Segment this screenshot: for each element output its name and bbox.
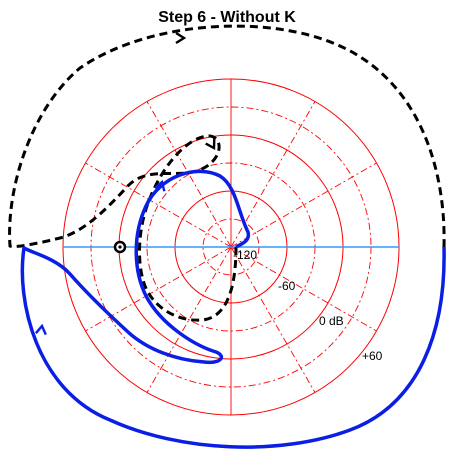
- dashed-curve-arrow: [205, 138, 216, 150]
- solid-curve-arrow: [154, 179, 166, 192]
- grid-spoke: [146, 246, 232, 393]
- solid-curve-arrow: [34, 323, 47, 336]
- ring-label-minus-60: -60: [278, 279, 296, 293]
- chart-title: Step 6 - Without K: [158, 9, 296, 26]
- ring-label-0-db: 0 dB: [319, 314, 344, 328]
- ring-label-plus-60: +60: [362, 349, 383, 363]
- grid-spoke: [85, 162, 232, 248]
- dashed-curve: [8, 24, 446, 322]
- grid-spoke: [230, 246, 316, 393]
- grid-spoke: [230, 101, 316, 248]
- critical-point-marker-center: [118, 245, 122, 249]
- solid-curve: [20, 169, 446, 449]
- dashed-curve-arrow: [175, 31, 187, 45]
- grid-spoke: [230, 246, 377, 332]
- ring-label-minus-120: -120: [233, 248, 257, 262]
